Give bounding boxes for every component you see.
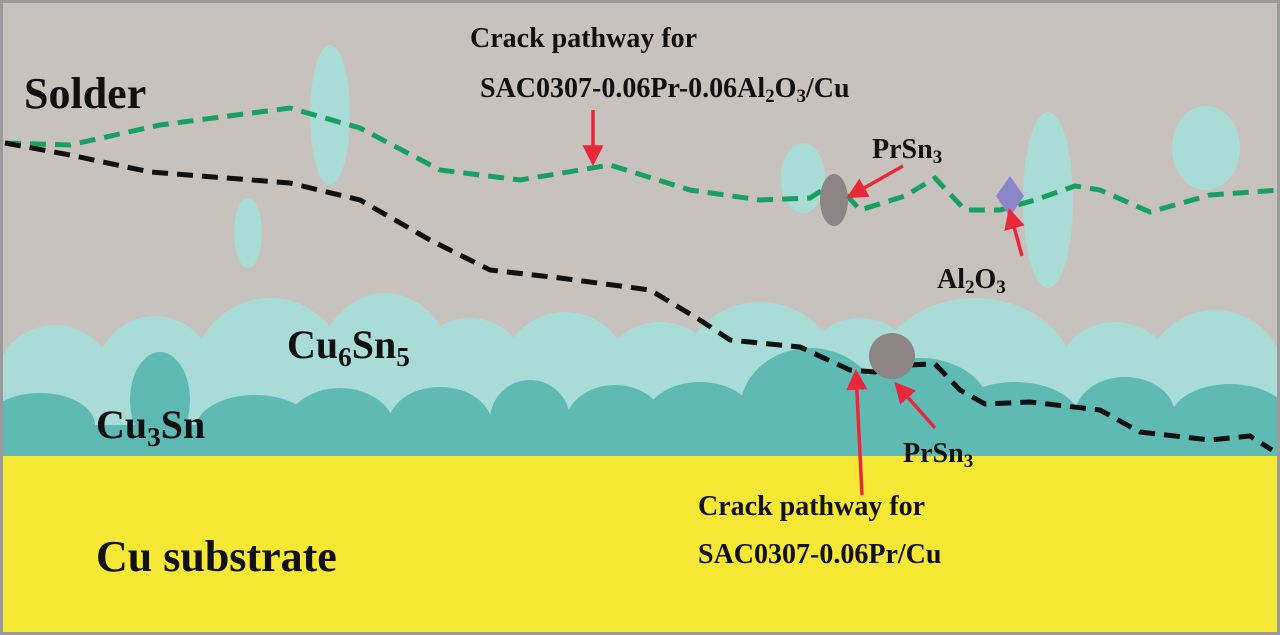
- cu3sn-scallop: [565, 385, 665, 465]
- crack-pathway-line-pr: [4, 140, 1274, 453]
- top-crack-sub2: 3: [796, 86, 806, 108]
- prsn3-top-base: PrSn: [872, 134, 933, 165]
- prsn3-top-sub: 3: [932, 147, 943, 169]
- cu3sn-mid: Sn: [160, 402, 206, 447]
- cu3sn-scallop: [0, 393, 95, 457]
- red-arrow-icon: [1004, 207, 1025, 257]
- phase-ellipse: [781, 143, 825, 213]
- solder-label: Solder: [24, 69, 147, 118]
- cu6sn5-sub1: 6: [338, 341, 352, 372]
- al2o3-sub1: 2: [965, 277, 975, 299]
- cu3sn-scallop: [285, 388, 395, 472]
- cu6sn5-mid: Sn: [351, 322, 397, 367]
- cu3sn-base: Cu: [96, 402, 148, 447]
- al2o3-particle-icon: [996, 176, 1024, 217]
- cu3sn-scallop: [645, 382, 755, 458]
- phase-ellipse: [234, 198, 262, 268]
- cu-substrate-label: Cu substrate: [96, 532, 337, 581]
- red-arrow-icon: [846, 368, 868, 496]
- phase-ellipse: [1023, 112, 1073, 288]
- cu3sn-scallop: [740, 348, 880, 472]
- top-crack-sub1: 2: [765, 86, 775, 108]
- top-crack-label-line1: Crack pathway for: [470, 23, 698, 54]
- prsn3-particle-icon: [869, 333, 915, 379]
- phase-ellipse: [1172, 106, 1240, 190]
- al2o3-sub2: 3: [996, 277, 1006, 299]
- top-crack-text-b: O: [774, 73, 797, 104]
- cu3sn-label: Cu3Sn: [96, 402, 206, 451]
- prsn3-bottom-label: PrSn3: [903, 438, 973, 472]
- cu3sn-sub1: 3: [147, 421, 161, 452]
- cu6sn5-sub2: 5: [396, 341, 410, 372]
- prsn3-particle-icon: [820, 174, 848, 226]
- prsn3-top-label: PrSn3: [872, 134, 942, 168]
- al2o3-a: Al: [937, 264, 965, 295]
- cu6sn5-label: Cu6Sn5: [287, 322, 410, 371]
- top-crack-label-line2: SAC0307-0.06Pr-0.06Al2O3/Cu: [480, 73, 850, 107]
- cu3sn-scallop: [388, 387, 492, 463]
- al2o3-label: Al2O3: [937, 264, 1006, 298]
- prsn3-bottom-sub: 3: [963, 451, 974, 473]
- prsn3-bottom-base: PrSn: [903, 438, 964, 469]
- annotation-arrows: [582, 110, 1025, 496]
- cu3sn-scallop: [1075, 377, 1175, 453]
- top-crack-text-a: SAC0307-0.06Pr-0.06Al: [480, 73, 766, 104]
- cu3sn-layer: [0, 348, 1280, 472]
- cu3sn-scallop: [490, 380, 570, 460]
- cu3sn-scallop: [195, 395, 315, 465]
- cu3sn-scallop: [130, 352, 190, 448]
- bottom-crack-label-line1: Crack pathway for: [698, 491, 926, 522]
- cu-substrate-region: [0, 456, 1280, 635]
- solder-phase-ellipses: [234, 45, 1240, 288]
- red-arrow-icon: [846, 164, 904, 199]
- al2o3-b: O: [974, 264, 997, 295]
- cu6sn5-base: Cu: [287, 322, 339, 367]
- red-arrow-icon: [894, 381, 937, 430]
- bottom-crack-label-line2: SAC0307-0.06Pr/Cu: [698, 539, 942, 570]
- phase-ellipse: [310, 45, 350, 185]
- top-crack-text-c: /Cu: [805, 73, 850, 104]
